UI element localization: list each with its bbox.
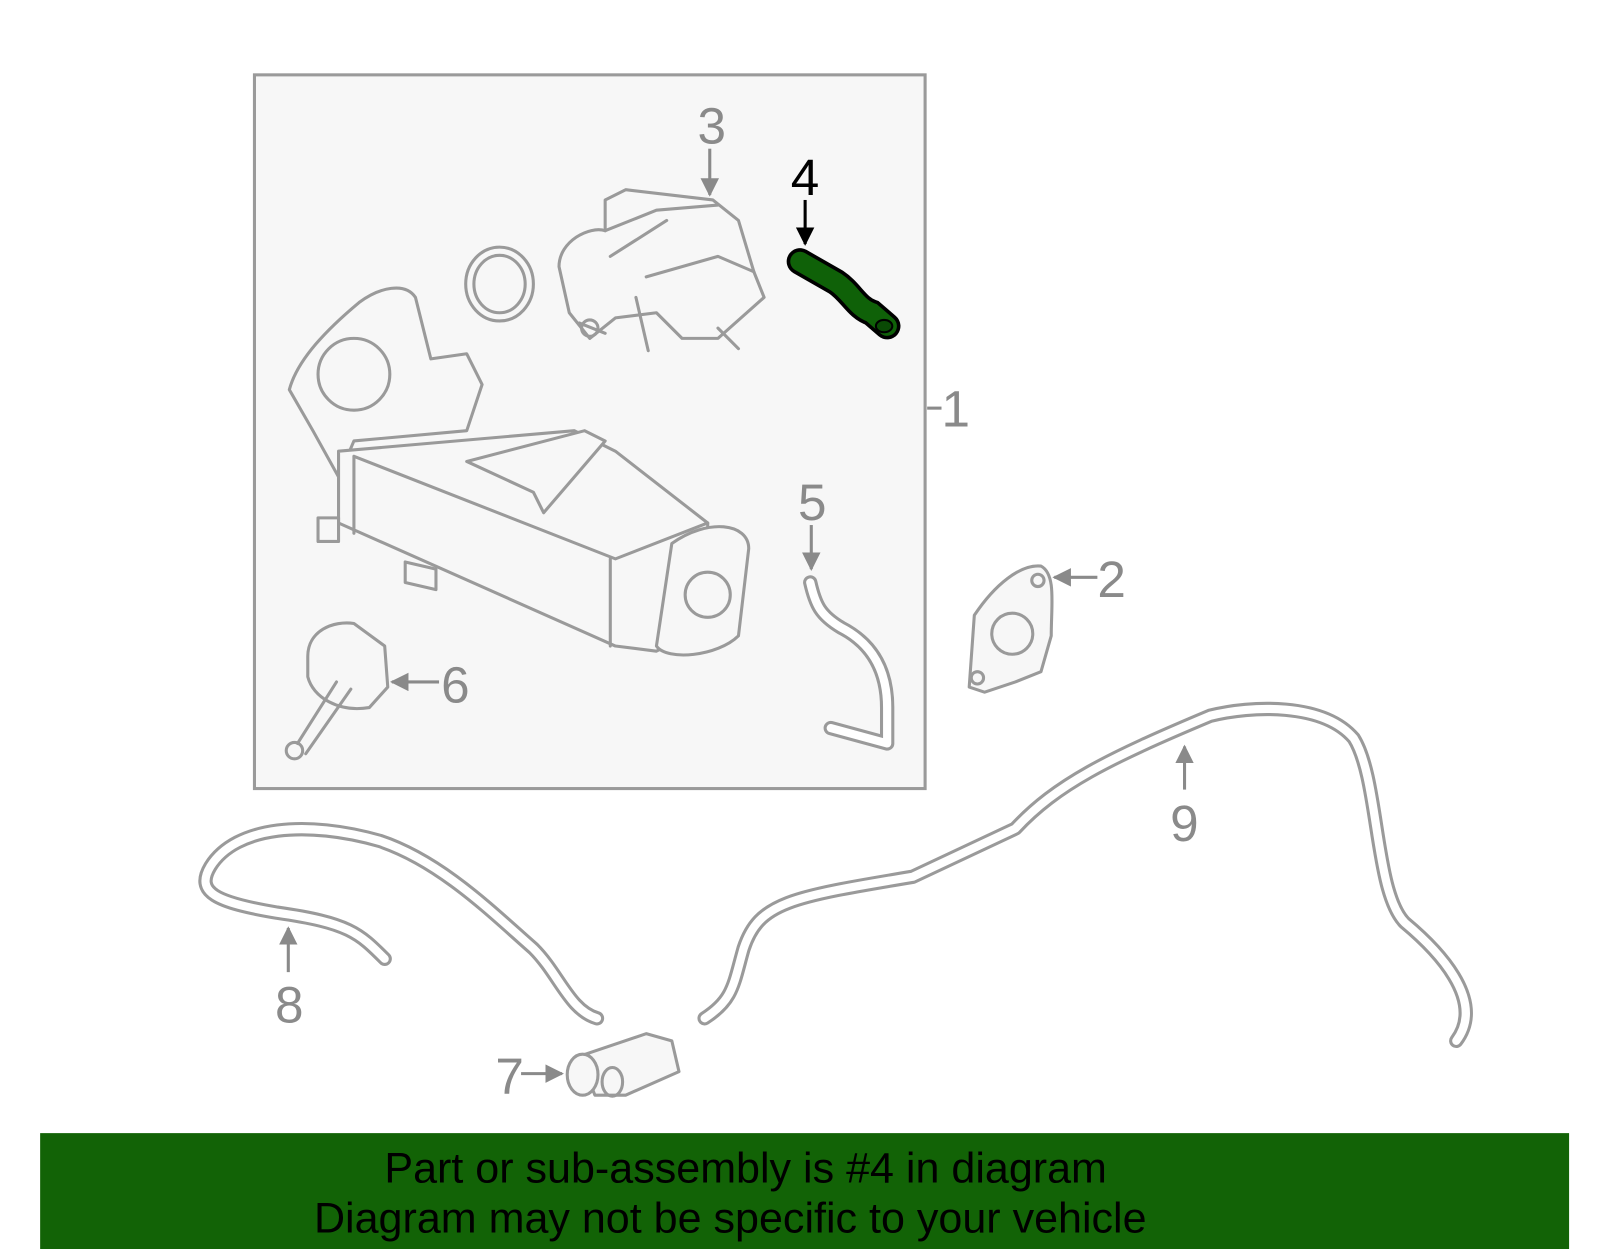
info-banner [40,1133,1570,1249]
part-7-valve[interactable] [565,1032,681,1098]
part-4-hose[interactable] [786,248,901,340]
callout-7[interactable]: 7 [495,1048,524,1105]
callout-5[interactable]: 5 [798,474,827,531]
callout-3[interactable]: 3 [697,98,726,155]
part-6-actuator[interactable] [284,621,390,761]
part-2-gasket[interactable] [967,564,1054,694]
part-9-hose[interactable] [697,701,1473,1049]
banner-line-1: Part or sub-assembly is #4 in diagram [384,1144,1107,1192]
callout-4[interactable]: 4 [791,149,820,206]
callout-1[interactable]: 1 [942,381,971,438]
part-5-hose[interactable] [803,575,895,751]
part-8-hose[interactable] [198,821,605,1026]
callout-8[interactable]: 8 [275,976,304,1033]
egr-cooler[interactable] [287,286,751,657]
callout-9[interactable]: 9 [1170,795,1199,852]
callout-2[interactable]: 2 [1097,551,1126,608]
gasket-ring[interactable] [464,245,535,323]
egr-valve[interactable] [557,188,766,353]
callout-6[interactable]: 6 [441,656,470,713]
banner-line-2: Diagram may not be specific to your vehi… [314,1195,1147,1243]
